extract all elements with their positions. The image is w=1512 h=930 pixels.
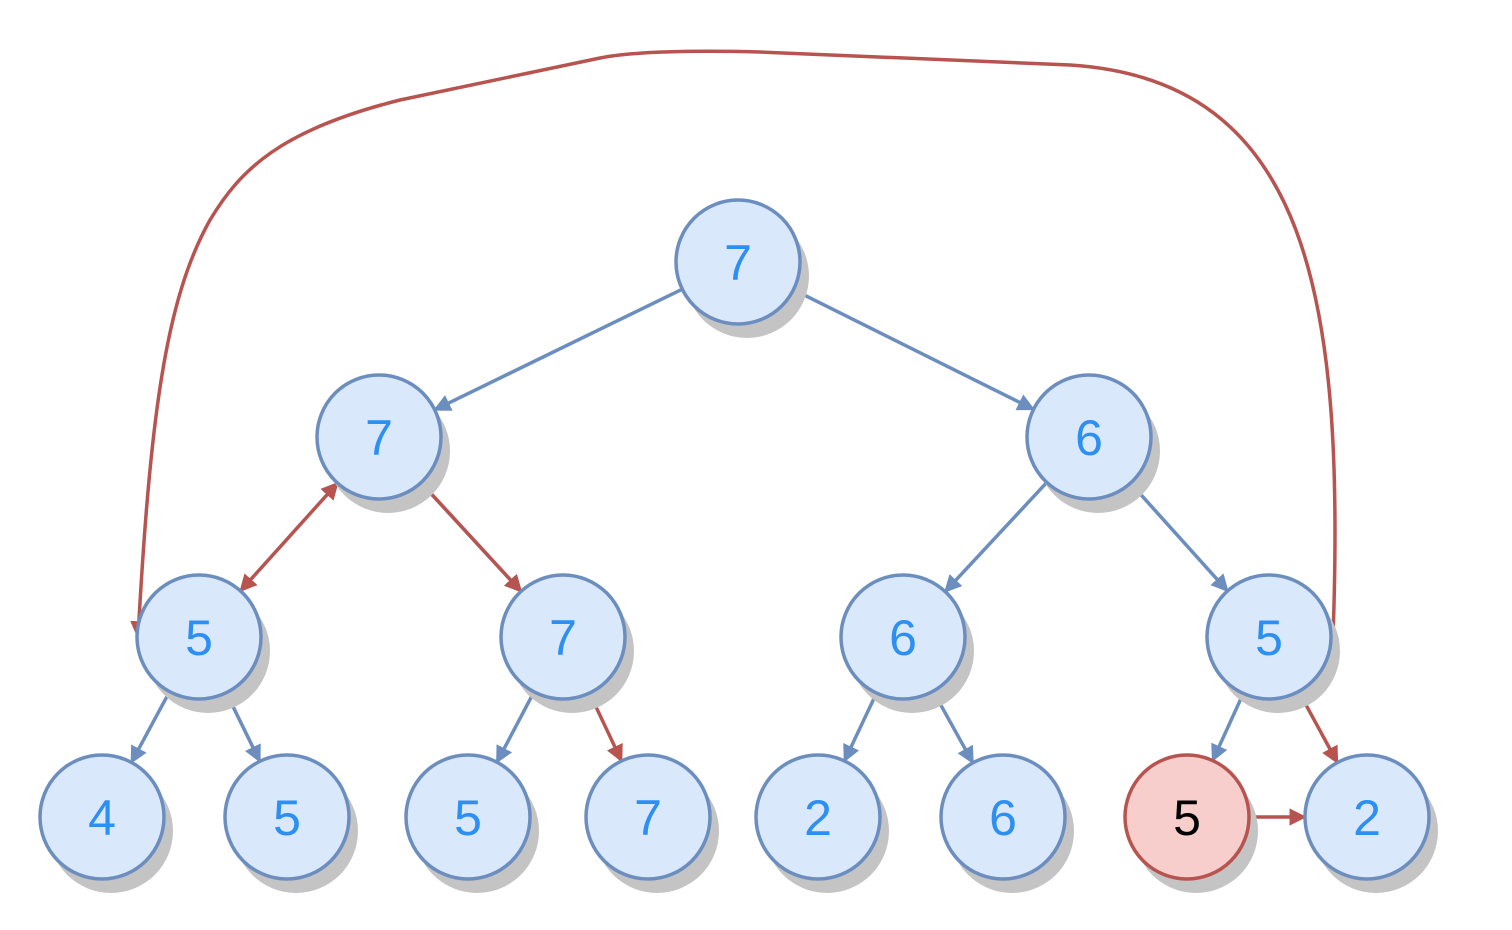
heap-node-n11: 2 <box>754 753 889 893</box>
node-circle <box>839 573 967 701</box>
node-value: 5 <box>1255 610 1283 666</box>
heap-node-n8: 5 <box>223 753 358 893</box>
edge-layer <box>129 49 1339 826</box>
heap-node-n2: 6 <box>1025 373 1160 513</box>
heap-node-n3: 5 <box>135 573 270 713</box>
heap-node-n5: 6 <box>839 573 974 713</box>
node-value: 5 <box>273 790 301 846</box>
node-value: 6 <box>1075 410 1103 466</box>
node-value: 7 <box>724 235 752 291</box>
node-circle <box>223 753 351 881</box>
heap-node-n1: 7 <box>315 373 450 513</box>
node-value: 2 <box>804 790 832 846</box>
trace-edge-n1-n4 <box>419 481 523 593</box>
trace-edge-n6-n3 <box>130 49 1337 639</box>
highlighted-node-circle <box>1123 753 1251 881</box>
trace-edge-n3-n1 <box>239 481 339 593</box>
node-circle <box>135 573 263 701</box>
node-circle <box>674 198 802 326</box>
node-value: 7 <box>365 410 393 466</box>
node-value: 5 <box>1173 790 1201 846</box>
node-circle <box>754 753 882 881</box>
node-value: 6 <box>989 790 1017 846</box>
tree-edge-n4-n9 <box>495 691 536 764</box>
node-layer: 7 7 6 5 7 6 5 4 5 5 7 2 6 5 2 <box>38 198 1438 893</box>
tree-edge-n0-n1 <box>433 287 684 412</box>
node-circle <box>1303 753 1431 881</box>
heap-node-n9: 5 <box>404 753 539 893</box>
node-value: 6 <box>889 610 917 666</box>
node-circle <box>404 753 532 881</box>
node-circle <box>584 753 712 881</box>
node-circle <box>939 753 1067 881</box>
node-circle <box>499 573 627 701</box>
heap-node-n13: 5 <box>1123 753 1258 893</box>
tree-edge-n5-n11 <box>842 692 879 763</box>
heap-node-n12: 6 <box>939 753 1074 893</box>
tree-edge-n2-n5 <box>943 481 1049 593</box>
node-circle <box>315 373 443 501</box>
node-circle <box>1025 373 1153 501</box>
heap-node-n7: 4 <box>38 753 173 893</box>
heap-node-n0: 7 <box>674 198 809 338</box>
tree-edge-n6-n13 <box>1211 692 1245 763</box>
tree-edge-n2-n6 <box>1129 481 1229 593</box>
tree-edge-n0-n2 <box>792 288 1036 411</box>
tree-edge-n3-n7 <box>129 690 172 764</box>
node-circle <box>1205 573 1333 701</box>
node-value: 5 <box>454 790 482 846</box>
heap-node-n6: 5 <box>1205 573 1340 713</box>
node-value: 4 <box>88 790 116 846</box>
heap-node-n4: 7 <box>499 573 634 713</box>
node-value: 7 <box>549 610 577 666</box>
heap-node-n14: 2 <box>1303 753 1438 893</box>
node-value: 5 <box>185 610 213 666</box>
node-value: 2 <box>1353 790 1381 846</box>
heap-node-n10: 7 <box>584 753 719 893</box>
node-circle <box>38 753 166 881</box>
node-value: 7 <box>634 790 662 846</box>
